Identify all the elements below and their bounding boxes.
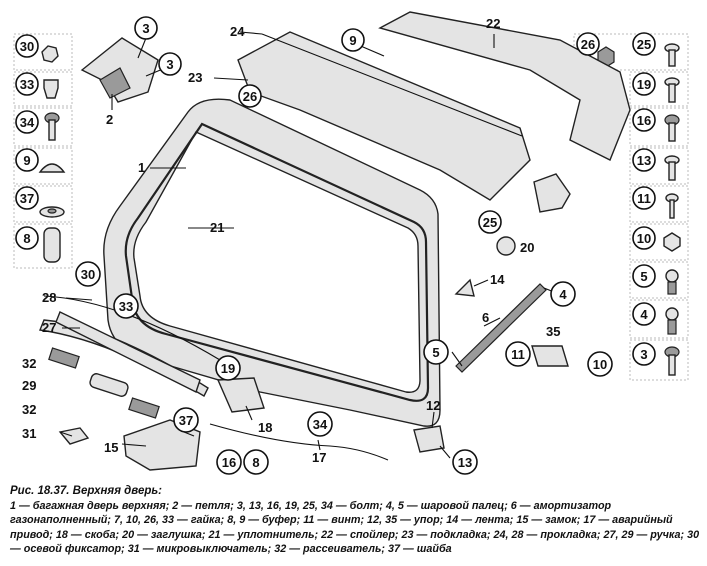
callout-30: 30 xyxy=(81,267,95,282)
screw-11-part xyxy=(665,193,679,219)
emergency-release-17-part xyxy=(209,423,389,461)
callout-19-box: 19 xyxy=(637,77,651,92)
diffuser-32-lower-part xyxy=(128,397,160,419)
hinge-2-arm xyxy=(99,67,131,99)
callout-10-box: 10 xyxy=(637,231,651,246)
label-35: 35 xyxy=(546,324,560,339)
nut-33-part xyxy=(43,79,59,99)
callout-13-box: 13 xyxy=(637,153,651,168)
spoiler-bracket-part xyxy=(533,173,571,213)
microswitch-31-part xyxy=(58,427,90,445)
handle-29-part xyxy=(89,373,129,397)
screw-34-part xyxy=(44,112,60,141)
figure-legend: 1 — багажная дверь верхняя; 2 — петля; 3… xyxy=(10,500,700,555)
stop-12-part xyxy=(413,425,445,453)
callout-4: 4 xyxy=(559,287,567,302)
diffuser-32-upper-part xyxy=(48,347,80,369)
callout-11: 11 xyxy=(511,347,525,362)
callout-16-box: 16 xyxy=(637,113,651,128)
gasket-24-part xyxy=(261,33,523,137)
seal-21-part xyxy=(124,122,430,402)
washer-37-part xyxy=(39,206,65,218)
label-15: 15 xyxy=(104,440,118,455)
plug-20-part xyxy=(496,236,516,256)
bolt-25-part xyxy=(664,43,680,67)
bolt-3-part xyxy=(664,346,680,376)
ball-pin-5-part xyxy=(665,269,679,295)
label-22: 22 xyxy=(486,16,500,31)
label-32-upper: 32 xyxy=(22,356,36,371)
callout-9-box: 9 xyxy=(23,153,30,168)
callout-26: 26 xyxy=(243,89,257,104)
ball-pin-4-part xyxy=(665,307,679,335)
callout-33-box: 33 xyxy=(20,77,34,92)
callout-3b: 3 xyxy=(166,57,173,72)
label-2: 2 xyxy=(106,112,113,127)
label-6: 6 xyxy=(482,310,489,325)
callout-26-box: 26 xyxy=(581,37,595,52)
buffer-8-part xyxy=(43,227,61,263)
label-20: 20 xyxy=(520,240,534,255)
callout-37: 37 xyxy=(179,413,193,428)
callout-25-box: 25 xyxy=(637,37,651,52)
callout-19: 19 xyxy=(221,361,235,376)
callout-11-box: 11 xyxy=(637,191,651,206)
nut-10-part xyxy=(663,232,681,252)
bolt-16-part xyxy=(664,114,680,142)
callout-10: 10 xyxy=(593,357,607,372)
callout-25: 25 xyxy=(483,215,497,230)
label-27: 27 xyxy=(42,320,56,335)
support-pad-23-part xyxy=(237,31,531,201)
callout-33: 33 xyxy=(119,299,133,314)
leader-lines xyxy=(59,31,555,459)
callout-4-box: 4 xyxy=(640,307,648,322)
callout-34: 34 xyxy=(313,417,328,432)
bolt-13-part xyxy=(664,155,680,181)
callout-8-box: 8 xyxy=(23,231,30,246)
callout-5: 5 xyxy=(432,345,439,360)
figure-title: Рис. 18.37. Верхняя дверь: xyxy=(10,485,163,497)
label-24: 24 xyxy=(230,24,245,39)
stop-35-part xyxy=(531,345,569,367)
callout-30-box: 30 xyxy=(20,39,34,54)
plain-labels: 1 2 24 23 22 21 20 14 6 35 28 27 32 29 3… xyxy=(22,16,560,465)
label-1: 1 xyxy=(138,160,145,175)
label-23: 23 xyxy=(188,70,202,85)
callout-13: 13 xyxy=(458,455,472,470)
figure-caption: Рис. 18.37. Верхняя дверь: 1 — багажная … xyxy=(10,484,700,556)
bracket-18-part xyxy=(216,377,265,413)
spoiler-22-part xyxy=(378,11,631,161)
callout-3-box: 3 xyxy=(640,347,647,362)
callouts: 3 3 9 26 25 30 33 19 37 16 8 34 13 5 4 1… xyxy=(15,16,656,475)
callout-9: 9 xyxy=(349,33,356,48)
left-fastener-column xyxy=(13,33,73,269)
label-31: 31 xyxy=(22,426,36,441)
gas-strut-6-part xyxy=(455,283,547,373)
lock-15-part xyxy=(123,419,201,471)
label-17: 17 xyxy=(312,450,326,465)
label-12: 12 xyxy=(426,398,440,413)
label-29: 29 xyxy=(22,378,36,393)
fixing-clip-30-part xyxy=(41,45,59,63)
callout-8: 8 xyxy=(252,455,259,470)
label-21: 21 xyxy=(210,220,224,235)
bolt-19-part xyxy=(664,77,680,103)
callout-37-box: 37 xyxy=(20,191,34,206)
callout-34-box: 34 xyxy=(20,115,35,130)
strap-14-part xyxy=(454,278,475,297)
tailgate-window-opening xyxy=(133,131,421,393)
callout-3a: 3 xyxy=(142,21,149,36)
callout-16: 16 xyxy=(222,455,236,470)
label-28: 28 xyxy=(42,290,56,305)
buffer-9-part xyxy=(38,163,66,173)
label-14: 14 xyxy=(490,272,505,287)
handle-strip-part xyxy=(55,311,201,393)
label-18: 18 xyxy=(258,420,272,435)
label-32-lower: 32 xyxy=(22,402,36,417)
callout-5-box: 5 xyxy=(640,269,647,284)
